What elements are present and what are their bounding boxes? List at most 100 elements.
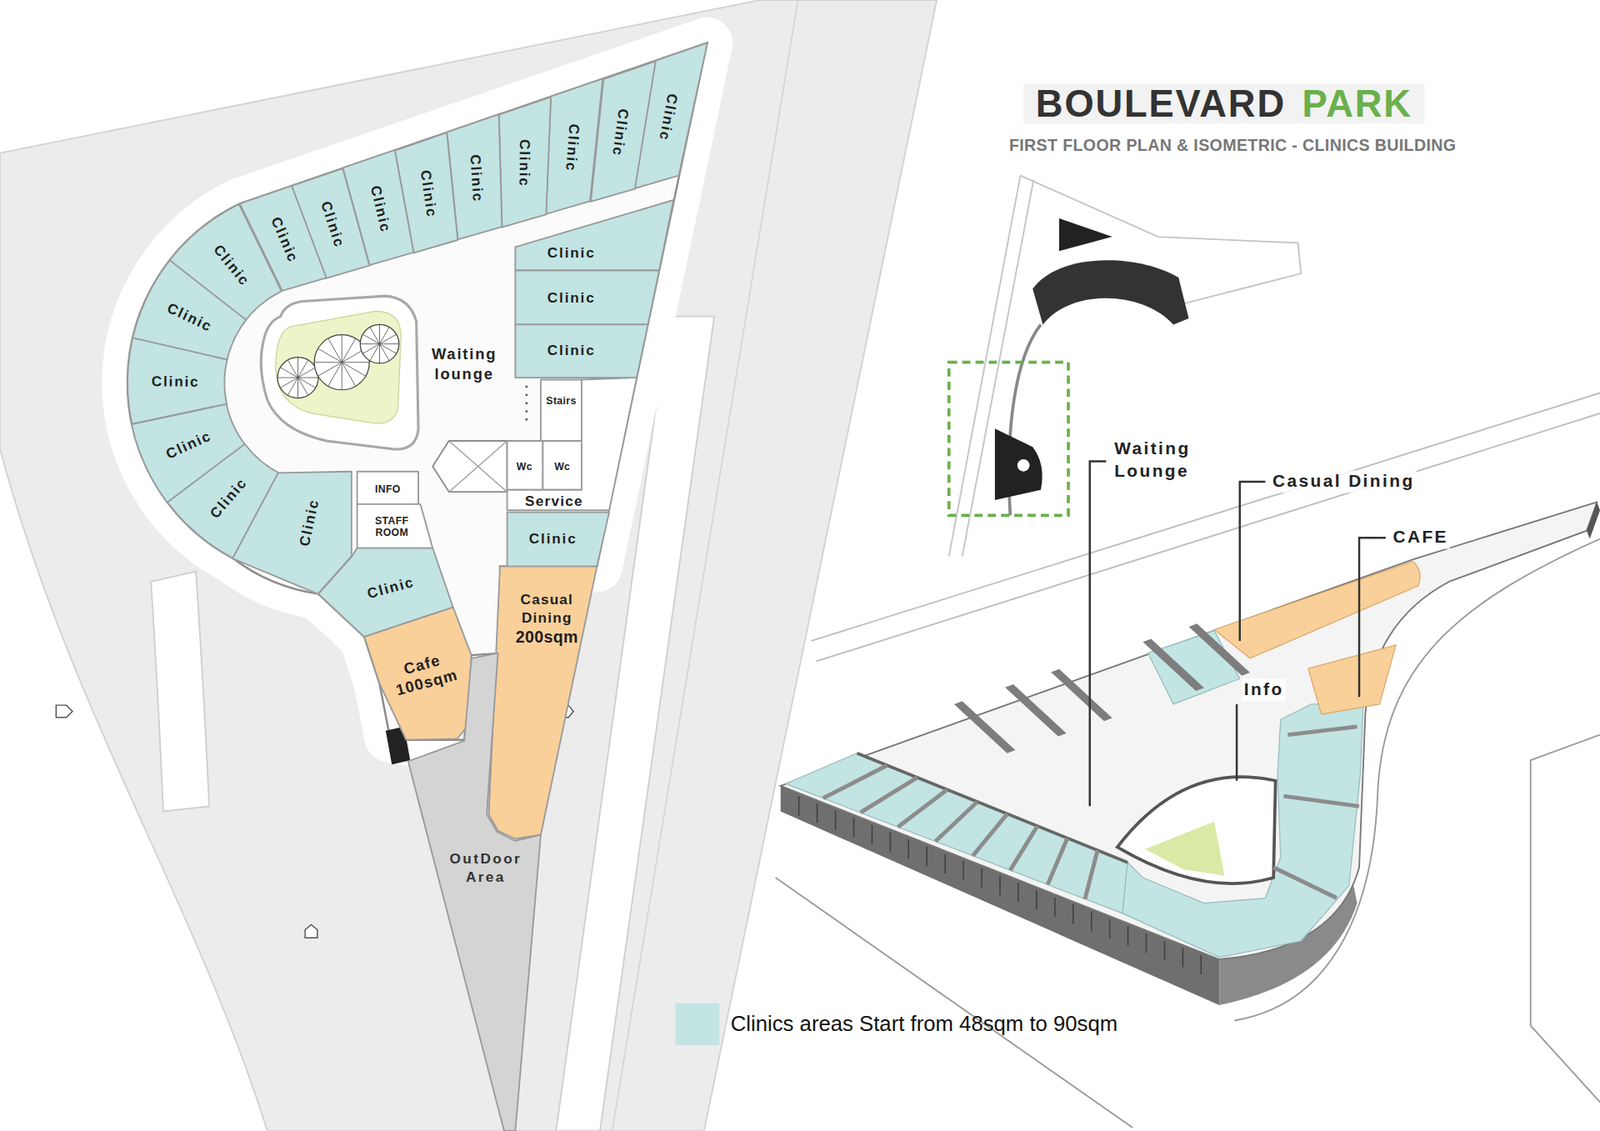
room-name: Stairs <box>545 395 576 407</box>
iso-window-mullion <box>816 803 818 823</box>
service-area: Service <box>507 377 638 510</box>
text-group: INFO <box>375 482 401 495</box>
text-group: Wc <box>516 460 533 473</box>
leader-line <box>1235 704 1238 781</box>
lounge-island <box>260 295 419 450</box>
text-group: Wc <box>554 460 570 473</box>
room-name: Wc <box>554 460 570 473</box>
text-group: Clinic <box>466 153 487 203</box>
iso-partition <box>972 813 1008 855</box>
callout-label: Waiting Lounge <box>1112 437 1231 483</box>
text-group: Casual Dining200sqm <box>509 590 585 649</box>
tree-branch <box>379 344 380 364</box>
wc-shape <box>542 440 582 490</box>
text-group: Service <box>525 492 584 510</box>
tree <box>277 357 319 399</box>
text-group: Clinic <box>151 372 200 390</box>
sidewalk <box>127 42 708 740</box>
iso-road <box>1530 735 1600 1103</box>
iso-partition <box>1273 867 1337 899</box>
iso-partition <box>1010 825 1038 870</box>
iso-window-mullion <box>945 854 946 874</box>
iso-partition <box>1287 726 1357 735</box>
iso-window-mullion <box>835 810 836 830</box>
text-group: OutDoor Area <box>439 849 534 887</box>
tree-branch <box>298 377 319 379</box>
tree-branch <box>362 344 380 355</box>
iso-window-mullion <box>1145 933 1147 953</box>
iso-wall-fin <box>1050 669 1112 721</box>
tree-branch <box>287 360 298 378</box>
iso-clinics <box>1148 630 1240 705</box>
title-word: BOULEVARD <box>1035 82 1286 125</box>
text-group: Clinic <box>547 341 596 360</box>
room-name: Casual Dining <box>509 590 585 628</box>
iso-wall-fin <box>1005 684 1066 736</box>
iso-partition <box>935 801 977 842</box>
iso-partition <box>860 777 918 813</box>
iso-window-mullion <box>1090 911 1092 931</box>
room-name: OutDoor Area <box>439 849 534 887</box>
info-room: INFO <box>357 471 419 505</box>
clinic-room: Clinic <box>546 78 604 214</box>
site-building <box>1032 260 1189 325</box>
clinic-room: Clinic <box>515 200 674 270</box>
iso-window-mullion <box>1035 890 1037 910</box>
room-name: Clinic <box>547 244 596 262</box>
iso-window-mullion <box>871 825 873 845</box>
roads <box>0 0 937 1131</box>
wc-shape <box>507 440 544 490</box>
iso-window-mullion <box>1072 904 1074 924</box>
iso-window-mullion <box>908 839 910 859</box>
iso-window-mullion <box>1017 882 1019 902</box>
subtitle: FIRST FLOOR PLAN & ISOMETRIC - CLINICS B… <box>1009 136 1456 155</box>
clinic-room: Clinic <box>507 512 610 567</box>
tree-branch <box>298 367 316 378</box>
iso-wall-fin <box>1142 638 1204 690</box>
iso-planter <box>1145 821 1225 876</box>
iso-window-mullion <box>1182 947 1184 967</box>
focus-frame <box>949 362 1069 516</box>
leader-line <box>1090 460 1107 806</box>
iso-partition <box>898 789 948 827</box>
iso-partition <box>823 765 888 798</box>
tree-branch <box>280 377 298 388</box>
cafe: Cafe100sqm <box>364 607 472 740</box>
iso-casual-dining <box>1214 560 1420 658</box>
iso-window-mullion <box>980 868 982 888</box>
stairs-outline <box>540 380 582 441</box>
room-name: Clinic <box>515 139 534 188</box>
iso-window-mullion <box>1054 897 1055 917</box>
casual-dining: Casual Dining200sqm <box>489 566 598 840</box>
iso-window-mullion <box>1164 940 1165 960</box>
site-plan <box>949 175 1301 557</box>
tree-branch <box>297 377 299 398</box>
text-group: Clinic <box>529 530 578 548</box>
staff-room: STAFF ROOM <box>357 504 434 549</box>
legend-swatch <box>675 1003 720 1045</box>
room-name: Clinic <box>529 530 578 548</box>
marker-symbol <box>305 924 318 938</box>
leader-line <box>1240 481 1266 641</box>
room-name: Clinic <box>466 153 487 203</box>
casual-dining-shape <box>489 566 598 840</box>
room-name: INFO <box>375 482 401 495</box>
text-group: Clinic <box>515 139 534 188</box>
callout-label: CAFE <box>1390 526 1450 550</box>
iso-walls <box>823 623 1360 899</box>
iso-partition <box>1283 795 1360 806</box>
clinic-room-shape <box>515 270 660 325</box>
stairs-shape <box>540 380 582 441</box>
clinic-room-shape <box>499 96 551 227</box>
wc: Wc <box>507 440 544 490</box>
clinic-room-shape <box>515 324 648 378</box>
iso-wall-fin <box>954 700 1015 753</box>
tree-branch <box>360 343 380 345</box>
tree-branch <box>314 361 342 363</box>
clinic-room-shape <box>546 78 604 214</box>
iso-partition <box>1047 838 1068 885</box>
iso-window-mullion <box>798 795 800 815</box>
clinic-room: Clinic <box>515 270 660 325</box>
